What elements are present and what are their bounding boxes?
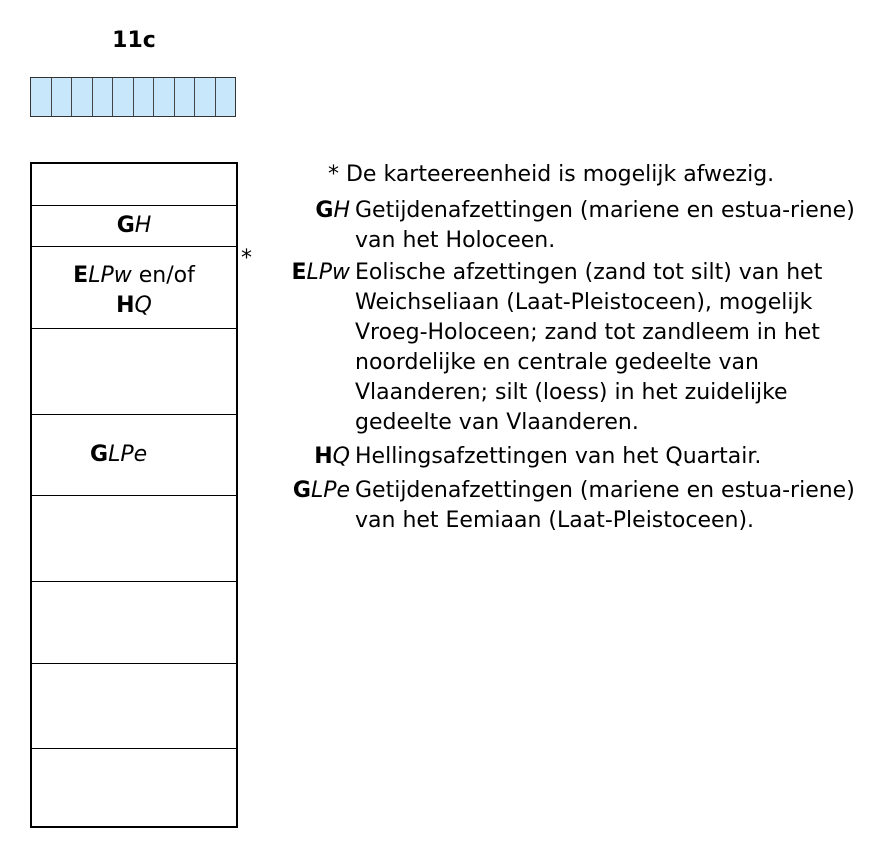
layer-label-glpe: GLPe [90,442,148,467]
legend-code-hq: HQ [314,444,350,469]
layer-label-gh: GH [116,213,152,238]
layer-6 [32,496,236,582]
legend-entry-hq: HQ Hellingsafzettingen van het Quartair. [0,442,888,472]
color-legend-bar [30,77,236,117]
legend-entry-gh: GH Getijdenafzettingen (mariene en estua… [0,196,888,256]
legend-note: * De karteereenheid is mogelijk afwezig. [328,162,775,187]
legend-bar-cell [215,78,235,116]
legend-bar-cell [113,78,134,116]
layer-label-hq: HQ [116,293,152,318]
layer-1 [32,164,236,206]
legend-desc-gh: Getijdenafzettingen (mariene en estua-ri… [355,198,855,253]
diagram-title: 11c [112,28,156,53]
legend-bar-cell [31,78,52,116]
layer-2-gh: GH [32,206,236,247]
legend-bar-cell [133,78,154,116]
legend-bar-cell [92,78,113,116]
legend-code-elpw: ELPw [291,260,350,285]
legend-code-glpe: GLPe [292,478,350,503]
layer-7 [32,582,236,664]
legend-text: * De karteereenheid is mogelijk afwezig.… [0,160,888,536]
absent-marker: * [241,246,252,271]
legend-bar-cell [154,78,175,116]
legend-desc-glpe: Getijdenafzettingen (mariene en estua-ri… [355,478,855,533]
layer-5-glpe: GLPe [32,415,236,496]
legend-entry-glpe: GLPe Getijdenafzettingen (mariene en est… [0,476,888,536]
layer-9 [32,749,236,826]
layer-label-elpw: ELPw en/of [73,263,195,288]
layer-3-elpw-hq: ELPw en/of HQ [32,247,236,329]
layer-4 [32,329,236,415]
stratigraphic-column: GH ELPw en/of HQ GLPe [30,162,238,828]
legend-entry-elpw: ELPw Eolische afzettingen (zand tot silt… [0,258,888,438]
legend-bar-cell [72,78,93,116]
legend-desc-elpw: Eolische afzettingen (zand tot silt) van… [355,260,823,435]
legend-bar-cell [51,78,72,116]
legend-bar-cell [174,78,195,116]
legend-desc-hq: Hellingsafzettingen van het Quartair. [355,444,762,469]
layer-8 [32,664,236,749]
legend-bar-cell [195,78,216,116]
legend-code-gh: GH [315,198,350,223]
